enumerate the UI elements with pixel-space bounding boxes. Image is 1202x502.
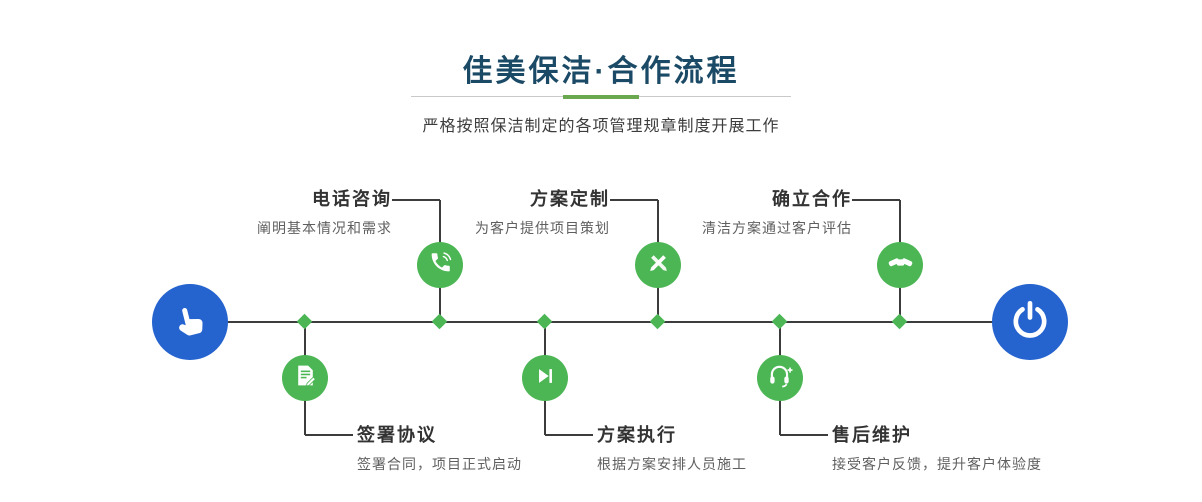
step-circle-aftersales <box>757 355 803 401</box>
timeline-node-diamond <box>891 313 908 330</box>
step-design: 方案定制 为客户提供项目策划 <box>475 188 610 238</box>
handshake-icon <box>887 249 914 281</box>
step-label: 签署协议 <box>357 425 437 445</box>
step-label: 方案执行 <box>597 425 677 445</box>
connector <box>305 434 353 436</box>
timeline-node-diamond <box>649 313 666 330</box>
step-desc: 清洁方案通过客户评估 <box>702 220 852 236</box>
step-circle-contract <box>282 355 328 401</box>
step-label: 确立合作 <box>772 189 852 209</box>
divider-accent <box>563 95 639 99</box>
timeline-line <box>190 321 1030 323</box>
timeline-node-diamond <box>771 313 788 330</box>
step-desc: 签署合同，项目正式启动 <box>357 456 522 472</box>
page-subtitle: 严格按照保洁制定的各项管理规章制度开展工作 <box>422 118 780 135</box>
step-circle-handshake <box>877 242 923 288</box>
step-aftersales: 售后维护 接受客户反馈，提升客户体验度 <box>832 424 1042 474</box>
phone-icon <box>428 250 453 280</box>
timeline-node-diamond <box>296 313 313 330</box>
headset-icon <box>767 363 793 394</box>
design-pens-icon <box>646 250 671 280</box>
step-circle-phone <box>417 242 463 288</box>
step-circle-execute <box>522 355 568 401</box>
connector <box>610 199 658 201</box>
page-title: 佳美保洁·合作流程 <box>462 55 740 88</box>
step-circle-design <box>635 242 681 288</box>
step-label: 售后维护 <box>832 425 912 445</box>
step-desc: 接受客户反馈，提升客户体验度 <box>832 456 1042 472</box>
connector <box>392 199 440 201</box>
timeline-node-diamond <box>536 313 553 330</box>
step-desc: 阐明基本情况和需求 <box>257 220 392 236</box>
hand-pointer-icon <box>171 301 209 344</box>
start-endpoint <box>152 284 228 360</box>
end-endpoint <box>992 284 1068 360</box>
play-icon <box>534 365 556 392</box>
step-label: 方案定制 <box>530 189 610 209</box>
step-desc: 为客户提供项目策划 <box>475 220 610 236</box>
step-execute: 方案执行 根据方案安排人员施工 <box>597 424 747 474</box>
step-contract: 签署协议 签署合同，项目正式启动 <box>357 424 522 474</box>
title-divider <box>411 95 791 99</box>
power-icon <box>1010 300 1050 345</box>
connector <box>852 199 900 201</box>
step-label: 电话咨询 <box>312 189 392 209</box>
connector <box>545 434 593 436</box>
step-phone: 电话咨询 阐明基本情况和需求 <box>257 188 392 238</box>
step-cooperation: 确立合作 清洁方案通过客户评估 <box>702 188 852 238</box>
connector <box>780 434 828 436</box>
contract-icon <box>293 363 318 393</box>
timeline-node-diamond <box>431 313 448 330</box>
step-desc: 根据方案安排人员施工 <box>597 456 747 472</box>
